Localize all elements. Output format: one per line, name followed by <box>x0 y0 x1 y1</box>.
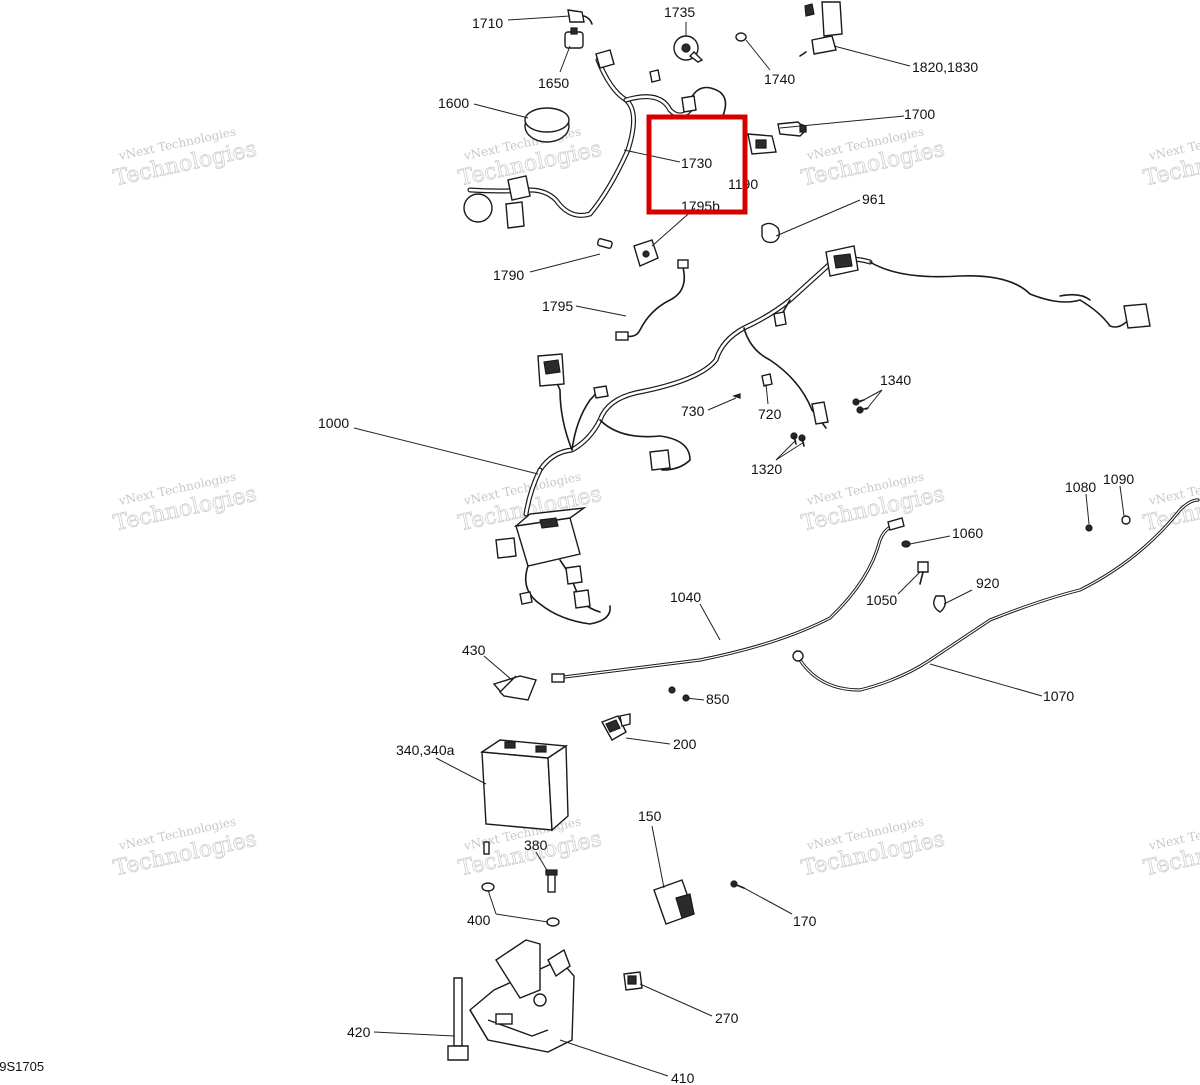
callout-430: 430 <box>462 642 486 658</box>
callout-1040: 1040 <box>670 589 701 605</box>
part-1730-harness <box>463 49 727 229</box>
callout-1000: 1000 <box>318 415 349 431</box>
watermark: vNext Technologies Technologies <box>111 814 259 881</box>
callout-1820-1830: 1820,1830 <box>912 59 978 75</box>
watermark: vNext Technologies Technologies <box>799 469 947 536</box>
part-170-screw <box>730 880 745 889</box>
callout-961: 961 <box>862 191 886 207</box>
callout-1050: 1050 <box>866 592 897 608</box>
callout-410: 410 <box>671 1070 695 1085</box>
part-1000-main-harness <box>495 245 1151 625</box>
part-850-screws <box>668 686 690 702</box>
part-270-connector <box>623 971 643 991</box>
part-1340-screws <box>852 398 869 414</box>
callout-270: 270 <box>715 1010 739 1026</box>
part-1070-cable <box>792 498 1200 692</box>
callout-1740: 1740 <box>764 71 795 87</box>
part-1040-cable <box>551 517 905 683</box>
callout-720: 720 <box>758 406 782 422</box>
part-961-grommet <box>761 222 781 244</box>
part-430-bracket <box>492 675 537 701</box>
watermark: vNext Technologies Technologies <box>799 124 947 191</box>
callout-1090: 1090 <box>1103 471 1134 487</box>
watermark: vNext Technologies Technologies <box>111 469 259 536</box>
callout-200: 200 <box>673 736 697 752</box>
part-1090-washer <box>1121 515 1131 525</box>
part-1795-sensor-lead <box>615 259 689 341</box>
part-380-bolt <box>545 869 558 893</box>
part-1650-relay <box>564 27 584 49</box>
part-340-battery <box>479 739 569 832</box>
part-1080-nut <box>1085 524 1093 532</box>
part-420-strap <box>447 977 469 1061</box>
part-1740-washer <box>735 32 747 42</box>
part-150-module <box>653 879 695 925</box>
callout-1320: 1320 <box>751 461 782 477</box>
watermark: vNext Technologies Technologies <box>1141 124 1200 191</box>
callout-920: 920 <box>976 575 1000 591</box>
part-1050-bolt <box>917 561 929 585</box>
callout-1070: 1070 <box>1043 688 1074 704</box>
part-1710-connector <box>567 9 593 25</box>
part-380-bolt-2 <box>483 841 490 855</box>
callout-1795: 1795 <box>542 298 573 314</box>
part-1700-connector <box>777 121 807 137</box>
callout-1790: 1790 <box>493 267 524 283</box>
callout-150: 150 <box>638 808 662 824</box>
part-1060-nut <box>901 540 911 548</box>
part-730-screw <box>732 393 741 399</box>
highlight-box <box>646 114 748 215</box>
part-400-washer <box>481 882 560 927</box>
callout-1600: 1600 <box>438 95 469 111</box>
callout-1710: 1710 <box>472 15 503 31</box>
callout-1650: 1650 <box>538 75 569 91</box>
part-1820-cable <box>799 1 843 57</box>
callout-1730: 1730 <box>681 155 712 171</box>
leader-lines <box>353 15 1125 1077</box>
callout-1735: 1735 <box>664 4 695 20</box>
part-1795b-sensor <box>633 239 659 267</box>
callout-1080: 1080 <box>1065 479 1096 495</box>
watermark: vNext Technologies Technologies <box>1141 814 1200 881</box>
callout-850: 850 <box>706 691 730 707</box>
callout-170: 170 <box>793 913 817 929</box>
part-920-tie <box>933 595 947 613</box>
part-720-clip <box>761 373 773 387</box>
watermark: vNext Technologies Technologies <box>111 124 259 191</box>
part-410-tray <box>469 939 575 1053</box>
callout-420: 420 <box>347 1024 371 1040</box>
part-1320-screws <box>790 432 806 447</box>
part-1735-sensor <box>673 35 704 63</box>
part-1790-fuse <box>596 238 613 249</box>
callout-1340: 1340 <box>880 372 911 388</box>
callout-1060: 1060 <box>952 525 983 541</box>
callout-1700: 1700 <box>904 106 935 122</box>
watermark: vNext Technologies Technologies <box>799 814 947 881</box>
watermarks: vNext Technologies Technologies vNext Te… <box>111 124 1200 881</box>
callout-730: 730 <box>681 403 705 419</box>
callout-340-340a: 340,340a <box>396 742 455 758</box>
part-200-switch <box>600 713 631 741</box>
part-1190-relay <box>747 133 777 155</box>
part-1600-pad <box>524 107 570 143</box>
callouts: 1710 1735 1650 1740 1820,1830 1600 1700 … <box>318 4 1134 1085</box>
callout-400: 400 <box>467 912 491 928</box>
callout-380: 380 <box>524 837 548 853</box>
